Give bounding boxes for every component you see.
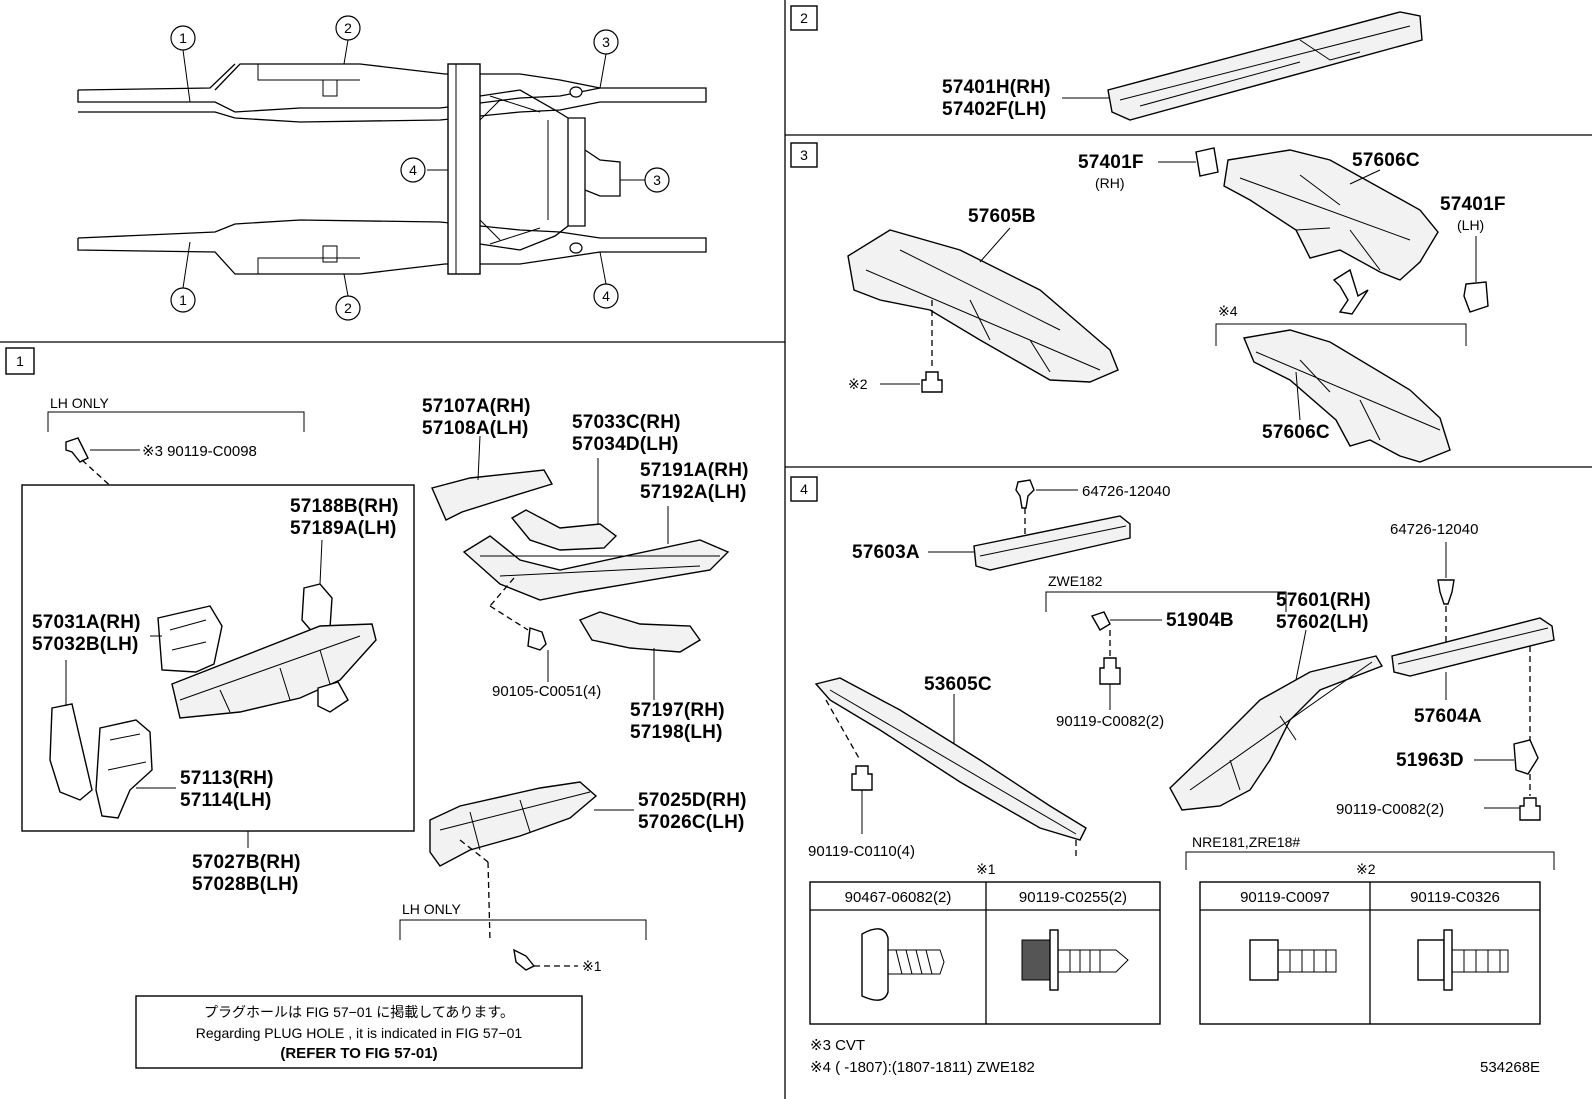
- footnote-4: ※4 ( -1807):(1807-1811) ZWE182: [810, 1059, 1035, 1076]
- part-57602: 57602(LH): [1276, 612, 1369, 633]
- part-57192A: 57192A(LH): [640, 482, 747, 503]
- callout-3-right: 3: [653, 172, 661, 188]
- note-1-panel1: ※1: [582, 958, 602, 974]
- table2-col2: 90119-C0326: [1410, 889, 1500, 906]
- panel-2-badge: 2: [800, 10, 808, 26]
- label-lh: (LH): [1457, 217, 1484, 233]
- part-57027B: 57027B(RH): [192, 852, 301, 873]
- part-57188B: 57188B(RH): [290, 496, 399, 517]
- part-57189A: 57189A(LH): [290, 518, 397, 539]
- callout-2-bottom: 2: [344, 300, 352, 316]
- callout-4-bottom: 4: [602, 288, 610, 304]
- part-57606C-bottom: 57606C: [1262, 422, 1330, 443]
- zwe182-label: ZWE182: [1048, 573, 1103, 589]
- nre-label: NRE181,ZRE18#: [1192, 834, 1300, 850]
- part-57401H: 57401H(RH): [942, 77, 1051, 98]
- part-57032B: 57032B(LH): [32, 634, 139, 655]
- clip-icon: [861, 928, 889, 1001]
- plug-note-en: Regarding PLUG HOLE , it is indicated in…: [196, 1025, 523, 1041]
- bolt-icon-1: [1021, 939, 1051, 981]
- clip-64726-top: 64726-12040: [1082, 483, 1170, 500]
- bolt-90119-C0110: 90119-C0110(4): [808, 843, 915, 860]
- lh-only-top: LH ONLY: [50, 395, 110, 411]
- part-57114: 57114(LH): [180, 790, 272, 811]
- part-57107A: 57107A(RH): [422, 396, 531, 417]
- note-2: ※2: [848, 376, 868, 392]
- callout-2-top: 2: [344, 20, 352, 36]
- bolt-icon-3: [1417, 939, 1445, 981]
- part-57401F-lh: 57401F: [1440, 194, 1506, 215]
- panel-3-badge: 3: [800, 147, 808, 163]
- part-53605C: 53605C: [924, 674, 992, 695]
- part-57034D: 57034D(LH): [572, 434, 679, 455]
- part-57113: 57113(RH): [180, 768, 274, 789]
- bolt-90105-C0051: 90105-C0051(4): [492, 683, 601, 700]
- overview-drawing: 1 2 3 4 3 1 2 4: [77, 15, 707, 321]
- panel-2: 2 57401H(RH) 57402F(LH): [790, 5, 1423, 121]
- part-57025D: 57025D(RH): [638, 790, 747, 811]
- note-4: ※4: [1218, 303, 1238, 319]
- panel-4-badge: 4: [800, 481, 808, 497]
- part-57606C-top: 57606C: [1352, 150, 1420, 171]
- panel-3: 3 57401F (RH) 57606C 57401F (LH) 57605B …: [790, 142, 1506, 463]
- lh-only-bottom: LH ONLY: [402, 901, 462, 917]
- part-57026C: 57026C(LH): [638, 812, 745, 833]
- label-rh: (RH): [1095, 175, 1125, 191]
- panel-4: 4 64726-12040 57603A ZWE182 51904B 90119…: [790, 476, 1555, 1076]
- part-51963D: 51963D: [1396, 750, 1464, 771]
- plug-hole-note: [135, 995, 583, 1069]
- callout-3-left: 4: [409, 162, 417, 178]
- bolt-90119-C0082-a: 90119-C0082(2): [1056, 713, 1164, 730]
- part-57198: 57198(LH): [630, 722, 723, 743]
- part-51904B: 51904B: [1166, 610, 1234, 631]
- part-57605B: 57605B: [968, 206, 1036, 227]
- part-57191A: 57191A(RH): [640, 460, 749, 481]
- part-57601: 57601(RH): [1276, 590, 1371, 611]
- table1-col2: 90119-C0255(2): [1019, 889, 1127, 906]
- part-57402F: 57402F(LH): [942, 99, 1046, 120]
- note-1-table: ※1: [976, 861, 996, 877]
- callout-1-top: 1: [179, 30, 187, 46]
- part-57603A: 57603A: [852, 542, 920, 563]
- part-57108A: 57108A(LH): [422, 418, 529, 439]
- part-57033C: 57033C(RH): [572, 412, 681, 433]
- part-57028B: 57028B(LH): [192, 874, 299, 895]
- part-57401F-rh: 57401F: [1078, 152, 1144, 173]
- table2-col1: 90119-C0097: [1240, 889, 1330, 906]
- part-57604A: 57604A: [1414, 706, 1482, 727]
- drawing-number: 534268E: [1480, 1059, 1540, 1076]
- callout-1-bottom: 1: [179, 292, 187, 308]
- plug-note-ref: (REFER TO FIG 57-01): [280, 1045, 437, 1062]
- part-57031A: 57031A(RH): [32, 612, 141, 633]
- note-2-table: ※2: [1356, 861, 1376, 877]
- clip-64726-right: 64726-12040: [1390, 521, 1478, 538]
- table1-col1: 90467-06082(2): [845, 889, 952, 906]
- bolt-icon-2: [1249, 939, 1279, 981]
- plug-note-jp: プラグホールは FIG 57−01 に掲載してあります。: [204, 1004, 514, 1020]
- part-57197: 57197(RH): [630, 700, 725, 721]
- footnote-3: ※3 CVT: [810, 1037, 865, 1054]
- callout-4-top: 3: [602, 34, 610, 50]
- panel-1-badge: 1: [16, 353, 24, 369]
- bolt-90119-C0082-b: 90119-C0082(2): [1336, 801, 1444, 818]
- overview-callouts: 1 2 3 4 3 1 2 4: [170, 15, 670, 321]
- panel-1: 1 LH ONLY ※3 90119-C0098 57188B(RH) 5718…: [5, 347, 749, 1069]
- bolt-90119-C0098: ※3 90119-C0098: [142, 443, 257, 460]
